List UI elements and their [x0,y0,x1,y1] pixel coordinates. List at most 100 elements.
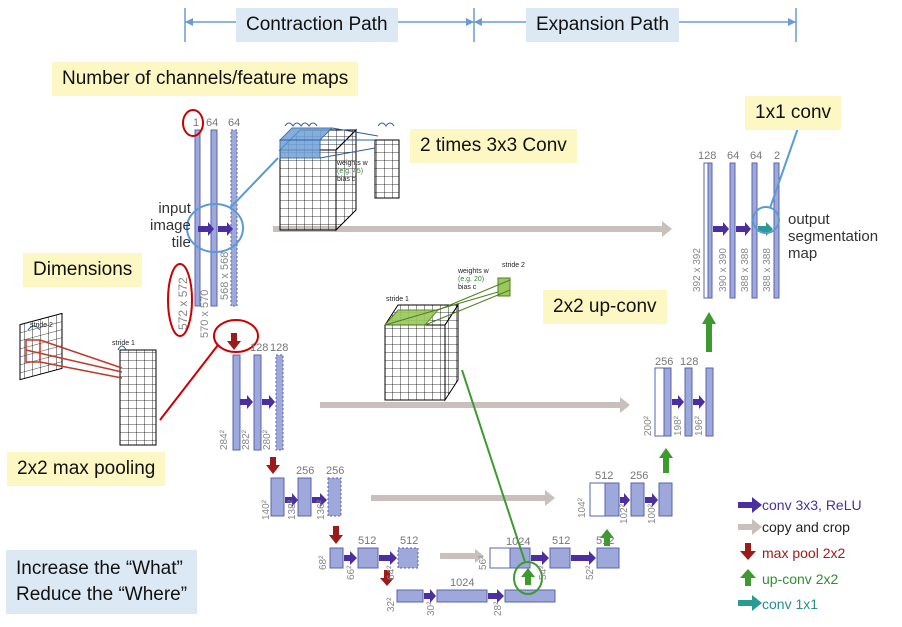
maxpool-inset [19,312,157,446]
dim-r1-4: 388 x 388 [762,248,773,292]
ch-r1-1: 128 [698,150,717,162]
dim-r1-2: 390 x 390 [718,248,729,292]
dim-r4-3: 52² [585,565,596,580]
bar-l2-a [232,354,241,451]
legend-copy-icon [738,519,762,535]
dim-l5-1: 32² [386,597,397,612]
upconv-inset [383,277,511,402]
upconv-stride2: stride 2 [502,262,525,269]
highlight-dims [167,263,193,337]
legend-conv: conv 3x3, ReLU [762,497,862,513]
upconv-inset-text: weights w (e.g. 20) bias c [458,268,489,291]
legend-conv-icon [738,497,762,513]
bar-r4-b [549,547,571,569]
ch-l5-2: 1024 [506,536,531,548]
pool-stride1: stride 1 [112,340,135,347]
highlight-channel-1 [182,109,204,137]
bar-r1-c [751,162,758,299]
bar-l5-a [396,589,424,603]
bar-r3-white [589,482,606,517]
bar-r4-c [596,547,620,569]
dim-r3-2: 102² [619,503,630,524]
ch-r1-2: 64 [727,150,740,162]
dim-r1-1: 392 x 392 [692,248,703,292]
contraction-path-label: Contraction Path [236,8,398,42]
ch-l3-2: 256 [326,465,345,477]
callout-dimensions: Dimensions [23,253,143,287]
highlight-conv [186,203,244,253]
callout-maxpool: 2x2 max pooling [7,452,166,486]
legend-pool-icon [740,543,756,560]
dim-l4-1: 68² [318,555,329,570]
bar-r2-blue [663,367,672,437]
what-line: Increase the “What” [16,558,183,579]
bar-l5-c [504,589,556,603]
callout-upconv: 2x2 up-conv [543,290,667,324]
ch-r3-1: 512 [595,470,614,482]
where-line: Reduce the “Where” [16,584,188,605]
ch-r2-2: 128 [680,356,699,368]
callout-what-where: Increase the “What” Reduce the “Where” [6,550,198,614]
dim-l3-2: 138² [287,499,298,520]
dim-r4-1: 56² [478,555,489,570]
legend-copy: copy and crop [762,519,850,535]
bar-l2-b [253,354,262,451]
dim-l1-1: 572 x 572 [176,277,190,330]
maxpool-arrows [227,333,394,586]
dim-l5-2: 30² [426,601,437,616]
bar-r3-blue [604,482,620,517]
legend-up-icon [740,569,756,586]
dim-l3-3: 136² [316,499,327,520]
bar-l5-b [436,589,488,603]
bar-l3-a [270,477,285,517]
upconv-stride1: stride 1 [386,296,409,303]
legend-up: up-conv 2x2 [762,571,839,587]
bar-l1-b [210,129,218,307]
dim-r3-1: 104² [577,497,588,518]
bar-r4-white [489,547,511,569]
bar-l4-a [329,547,344,569]
ch-r4-1: 512 [552,535,571,547]
dim-r2-3: 196² [694,415,705,436]
bar-l1-a [194,129,201,307]
bar-r3-c [658,482,673,517]
bar-l3-c [327,477,342,517]
ch-l4-2: 512 [400,535,419,547]
bar-r2-c [705,367,714,437]
dim-l1-3: 568 x 568 [219,251,231,300]
dim-r2-2: 198² [673,415,684,436]
legend-pool: max pool 2x2 [762,545,846,561]
bar-r1-b [729,162,736,299]
ch-l1-2: 64 [206,117,219,129]
ch-l2-1: 128 [250,342,269,354]
ch-l1-3: 64 [228,117,241,129]
dim-l5-3: 28² [493,601,504,616]
pool-stride2: stride 2 [30,322,53,329]
bar-r1-white [703,162,709,299]
ch-r2-1: 256 [655,356,674,368]
dim-l2-1: 284² [219,429,230,450]
callout-conv3: 2 times 3x3 Conv [410,129,577,163]
dim-l1-2: 570 x 570 [199,289,211,338]
ch-l2-2: 128 [270,342,289,354]
dim-l4-2: 66² [346,565,357,580]
conv-inset-text: weights w (e.g. 45) bias c [337,160,368,183]
legend-1x1: conv 1x1 [762,596,819,612]
ch-r3-2: 256 [630,470,649,482]
dim-r3-3: 100² [647,503,658,524]
callout-conv1: 1x1 conv [745,96,842,130]
bar-l4-c [397,547,419,569]
dim-l2-2: 282² [241,429,252,450]
ch-r4-2: 512 [596,535,615,547]
callout-channels: Number of channels/feature maps [52,62,359,96]
highlight-1x1 [752,206,780,234]
expansion-path-label: Expansion Path [526,8,680,42]
copy-crop-arrows [273,221,672,563]
dim-r2-1: 200² [643,415,654,436]
ch-l4-1: 512 [358,535,377,547]
legend-1x1-icon [738,595,762,611]
dim-l4-3: 64² [386,565,397,580]
